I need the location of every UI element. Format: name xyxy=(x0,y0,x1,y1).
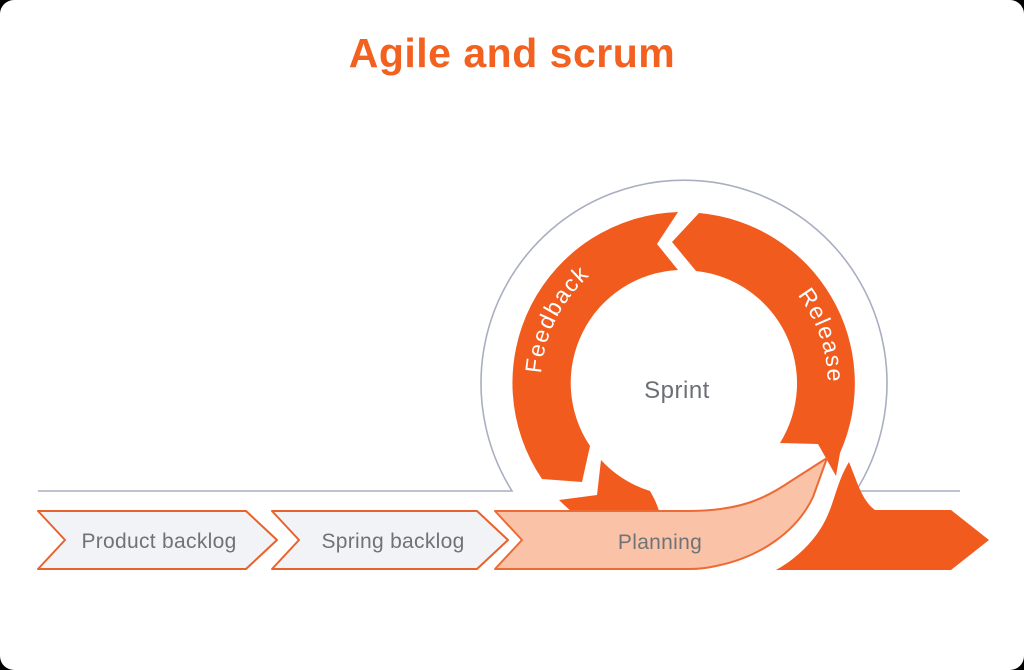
spring-backlog-label: Spring backlog xyxy=(321,530,464,553)
exit-arrow xyxy=(776,462,989,570)
planning-label: Planning xyxy=(618,531,702,554)
product-backlog-chevron xyxy=(37,510,278,570)
feedback-arc-segment xyxy=(512,212,678,482)
release-arc-segment xyxy=(672,213,855,476)
ring-bottom-wedge xyxy=(559,460,659,511)
page-title: Agile and scrum xyxy=(348,30,676,76)
loop-outline-path xyxy=(38,179,960,492)
sprint-center-label: Sprint xyxy=(644,377,710,404)
spring-backlog-chevron xyxy=(271,510,509,570)
product-backlog-label: Product backlog xyxy=(81,530,236,553)
planning-arrow xyxy=(494,457,828,570)
